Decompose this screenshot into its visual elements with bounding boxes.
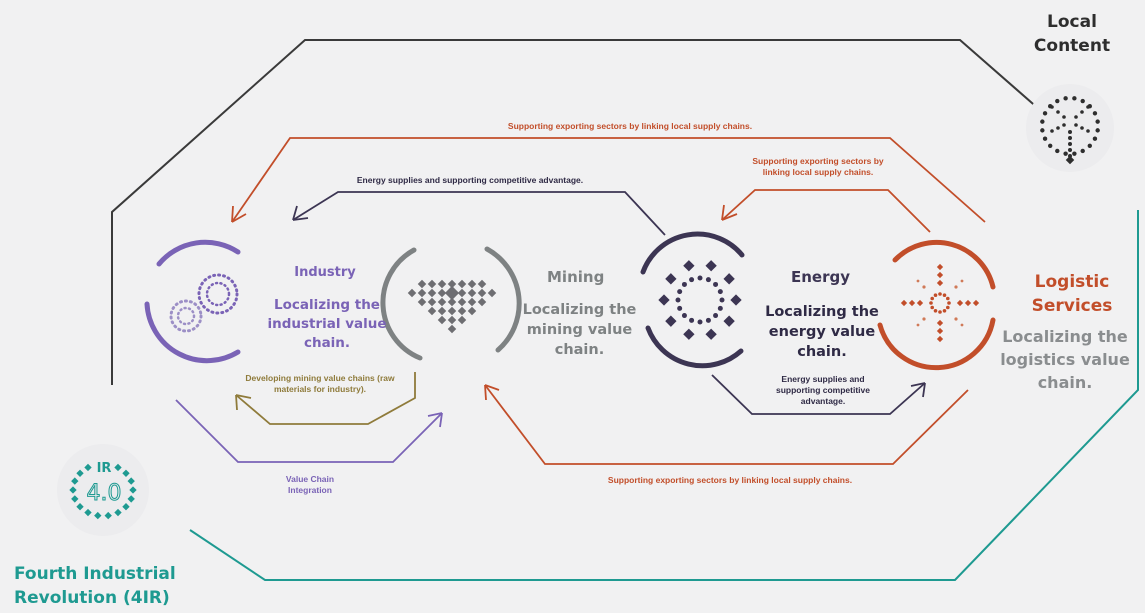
mining-ring <box>380 246 522 361</box>
compass-icon <box>900 263 980 343</box>
industry-ring <box>144 239 241 364</box>
local-content-badge <box>1026 84 1114 172</box>
logistics-subtitle: Localizing the logistics value chain. <box>1000 327 1130 392</box>
fourth-ir-badge <box>57 444 149 536</box>
right-export-label: Supporting exporting sectors by linking … <box>752 156 884 177</box>
energy-subtitle: Localizing the energy value chain. <box>765 304 879 360</box>
energy-ring <box>640 231 745 369</box>
palm-tree-icon <box>1040 96 1100 165</box>
logistics-ring <box>877 240 996 371</box>
top-export-arrow <box>231 137 986 223</box>
energy-title: Energy <box>791 268 851 286</box>
bottom-export-label: Supporting exporting sectors by linking … <box>607 475 853 485</box>
energy-to-logistics-label: Energy supplies and supporting competiti… <box>776 374 870 406</box>
mining-to-industry-arrow <box>235 372 416 425</box>
top-export-label: Supporting exporting sectors by linking … <box>507 121 753 131</box>
industry-subtitle: Localizing the industrial value chain. <box>267 297 387 351</box>
mining-to-industry-label: Developing mining value chains (raw mate… <box>245 373 395 394</box>
mining-title: Mining <box>547 268 605 286</box>
diamond-icon <box>407 279 497 334</box>
local-content-label: Local Content <box>1033 12 1111 56</box>
ir-badge-dots <box>69 463 137 520</box>
energy-to-logistics-arrow <box>711 374 926 415</box>
fourth-ir-label: Fourth Industrial Revolution (4IR) <box>14 564 176 608</box>
mining-subtitle: Localizing the mining value chain. <box>522 302 637 358</box>
local-content-boundary <box>111 39 1041 385</box>
gears-icon <box>169 273 239 333</box>
ir-badge-number: 4.0 <box>87 481 122 506</box>
fourth-ir-boundary <box>189 210 1139 581</box>
value-chain-label: Value Chain Integration <box>285 474 335 495</box>
industry-title: Industry <box>294 265 356 280</box>
logistics-title: Logistic Services <box>1031 272 1113 316</box>
ir-badge-label: IR <box>97 461 112 476</box>
bottom-export-arrow <box>484 384 969 465</box>
energy-to-industry-arrow <box>292 191 666 236</box>
energy-to-industry-label: Energy supplies and supporting competiti… <box>356 175 584 185</box>
value-chain-arrow <box>175 399 443 463</box>
right-export-arrow <box>721 189 931 233</box>
sun-icon <box>658 260 742 340</box>
